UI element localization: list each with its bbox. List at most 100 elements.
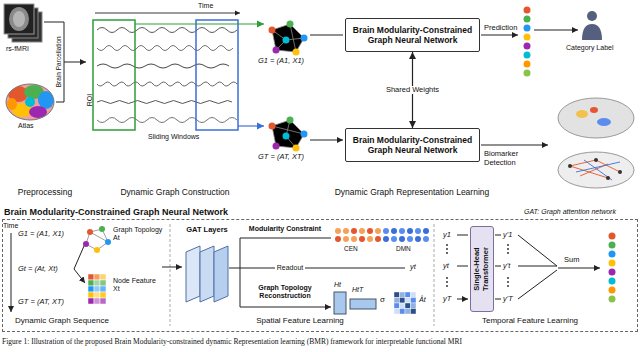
time-series <box>93 13 264 130</box>
atlas-brain <box>7 98 17 110</box>
fmri-stack <box>4 4 42 42</box>
time-series <box>97 101 232 104</box>
time-series <box>135 23 264 24</box>
biomarker-brains <box>558 98 634 138</box>
parcellation-bracket <box>64 62 86 63</box>
time-series <box>93 20 135 130</box>
temporal-flow <box>446 248 448 250</box>
label-text: Prediction <box>484 24 517 33</box>
graph-sequence <box>11 224 434 326</box>
prediction-output <box>481 7 602 77</box>
brain-graph <box>293 49 300 56</box>
spatial-flow <box>350 299 376 309</box>
label-text: GT = (AT, XT) <box>258 153 304 162</box>
spatial-flow <box>383 236 389 242</box>
fmri-stack <box>4 4 34 34</box>
label-text: DMN <box>396 245 411 252</box>
spatial-flow <box>423 236 429 242</box>
label-text: GT = (AT, XT) <box>18 298 64 307</box>
module-panel: Brain Modularity-Constrained Graph Neura… <box>2 219 638 332</box>
graph-sequence <box>94 274 100 280</box>
biomarker-brains <box>570 160 620 178</box>
spatial-flow <box>359 228 365 234</box>
temporal-flow <box>507 285 509 287</box>
label-text: Brain Parcellation <box>54 37 61 88</box>
node-text: Single-Head Transformer <box>473 229 490 309</box>
spatial-flow <box>394 309 400 315</box>
label-text: HtT <box>352 286 363 294</box>
graph-sequence <box>94 247 100 253</box>
graph-sequence <box>94 280 100 286</box>
biomarker-brains <box>576 110 588 118</box>
spatial-flow <box>399 236 405 242</box>
label-text: Gt = (At, Xt) <box>18 265 58 274</box>
label-text: CEN <box>344 245 358 252</box>
temporal-flow <box>457 235 468 299</box>
process-box: Brain Modularity-Constrained Graph Neura… <box>345 128 480 162</box>
graph-sequence <box>88 286 94 292</box>
biomarker-brains <box>568 164 572 168</box>
biomarker-brains <box>597 118 611 126</box>
spatial-flow <box>411 292 417 298</box>
graph-sequence <box>100 274 106 280</box>
spatial-flow <box>229 238 240 307</box>
spatial-flow <box>394 303 400 309</box>
spatial-flow <box>343 236 349 242</box>
prediction-output <box>587 11 597 21</box>
spatial-flow <box>375 228 381 234</box>
biomarker-brains <box>590 107 598 113</box>
spatial-flow <box>162 228 429 314</box>
spatial-flow <box>405 303 411 309</box>
label-text: Readout <box>275 264 305 272</box>
graph-sequence <box>88 274 94 280</box>
temporal-flow <box>558 268 600 269</box>
spatial-flow <box>334 292 346 314</box>
label-text: Time <box>3 222 18 230</box>
graph-sequence <box>94 298 100 304</box>
label-text: Sum <box>562 256 581 265</box>
label-text: y1 <box>443 231 451 240</box>
graph-sequence <box>11 233 12 312</box>
spatial-flow <box>367 236 373 242</box>
graph-sequence <box>100 292 106 298</box>
prediction-output <box>524 43 531 50</box>
spatial-flow <box>405 292 411 298</box>
spatial-flow <box>400 298 406 304</box>
spatial-flow <box>423 228 429 234</box>
spatial-flow <box>162 267 182 268</box>
spatial-flow <box>407 236 413 242</box>
brain-graph <box>283 133 290 140</box>
time-series <box>97 118 237 123</box>
spatial-flow <box>411 303 417 309</box>
brain-graph <box>310 35 343 140</box>
label-text: Biomarker Detection <box>484 150 544 167</box>
prediction-output <box>524 61 531 68</box>
spatial-flow <box>399 228 405 234</box>
time-series <box>97 82 237 86</box>
label-text: GAT: Graph attention network <box>524 208 616 216</box>
spatial-flow <box>394 298 400 304</box>
brain-graph <box>293 145 300 152</box>
temporal-flow <box>609 278 616 285</box>
brain-graph <box>269 123 276 130</box>
label-text: σ <box>380 295 385 304</box>
graph-sequence <box>83 241 89 247</box>
prediction-output <box>534 30 578 31</box>
temporal-flow <box>507 281 509 283</box>
prediction-output <box>524 34 531 41</box>
label-text: Ât <box>419 296 426 304</box>
temporal-flow <box>609 269 616 276</box>
prediction-output <box>481 35 518 36</box>
biomarker-brains <box>558 152 634 188</box>
label-text: G1 = (A1, X1) <box>18 230 64 239</box>
spatial-flow <box>359 236 365 242</box>
biomarker-brains <box>481 98 634 188</box>
spatial-flow <box>415 236 421 242</box>
brain-graph <box>283 37 290 44</box>
graph-sequence <box>170 224 434 326</box>
graph-sequence <box>88 298 94 304</box>
brain-graph <box>269 21 344 152</box>
temporal-flow <box>609 251 616 258</box>
